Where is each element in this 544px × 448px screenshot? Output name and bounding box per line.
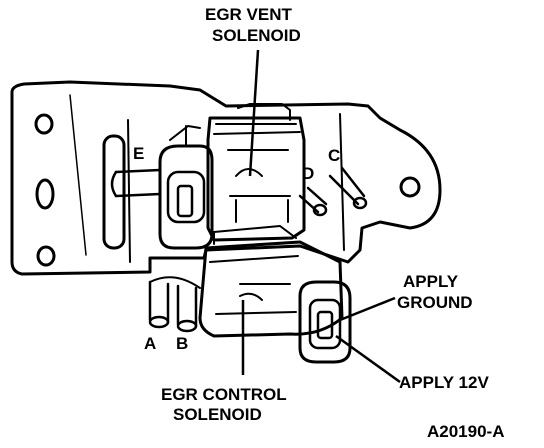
- port-a-tube: [148, 280, 170, 324]
- ground-leader-line: [339, 296, 396, 322]
- port-b-tube: [176, 284, 198, 328]
- port-e-tube: [114, 168, 162, 198]
- mounting-hole-bottom: [36, 245, 56, 267]
- apply-ground-label-line1: APPLY: [403, 272, 459, 291]
- egr-control-solenoid-label-line2: SOLENOID: [173, 405, 262, 424]
- vent-leader-line: [248, 49, 260, 177]
- egr-control-solenoid-label-line1: EGR CONTROL: [161, 385, 287, 404]
- port-c-label: C: [328, 146, 341, 165]
- mounting-hole-right: [399, 176, 421, 198]
- mounting-hole-middle: [35, 178, 55, 210]
- mounting-hole-top: [34, 113, 54, 135]
- apply-ground-label-line2: GROUND: [397, 293, 473, 312]
- egr-vent-solenoid-body: [206, 116, 306, 242]
- port-c-tube: [328, 166, 366, 206]
- port-e-label: E: [133, 144, 145, 163]
- port-b-label: B: [176, 334, 189, 353]
- figure-code: A20190-A: [427, 422, 505, 441]
- left-slot: [102, 134, 126, 250]
- egr-vent-solenoid-label-line2: SOLENOID: [212, 26, 301, 45]
- port-a-label: A: [144, 334, 157, 353]
- 12v-leader-line: [335, 334, 401, 384]
- control-connector: [298, 280, 352, 364]
- egr-control-solenoid-body: [198, 240, 344, 338]
- mounting-bracket: [10, 80, 442, 276]
- apply-12v-label: APPLY 12V: [399, 373, 489, 392]
- vent-connector: [158, 144, 214, 250]
- port-d-label: D: [302, 164, 315, 183]
- egr-vent-solenoid-label-line1: EGR VENT: [205, 5, 292, 24]
